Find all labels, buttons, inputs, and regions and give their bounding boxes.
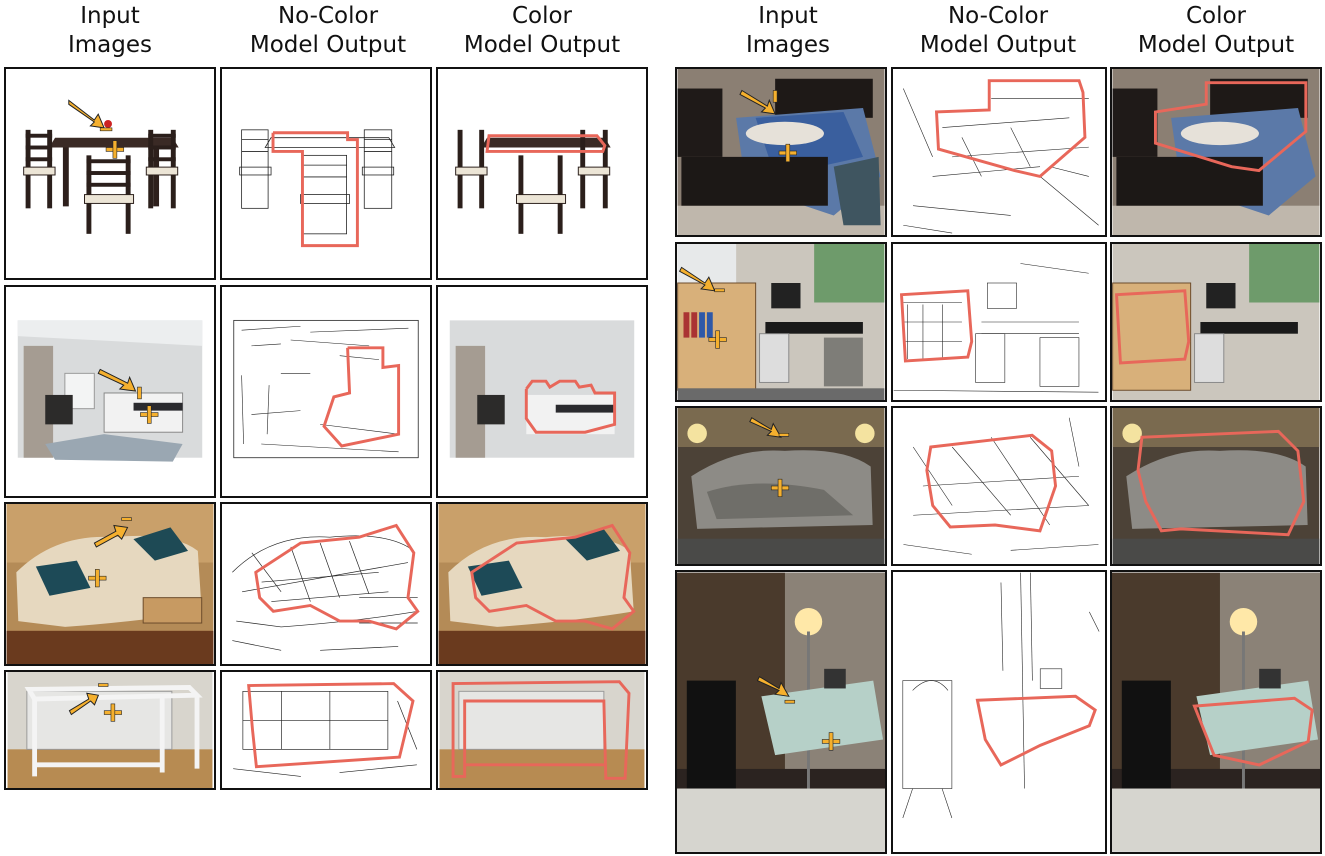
bed-with-tiger-color-mask (1112, 69, 1320, 235)
input-image-office-bookshelf (675, 242, 887, 402)
color-output-sofa (436, 502, 648, 666)
color-output-bed-unmade (1110, 406, 1322, 566)
header-nocolor-output-right: No-Color Model Output (892, 2, 1104, 60)
header-line2: Images (745, 32, 830, 58)
input-image-bedroom-white (4, 285, 216, 498)
header-line1: Color (1185, 3, 1247, 29)
input-image-corner-desk (675, 570, 887, 854)
office-bookshelf-photo (677, 244, 885, 400)
corner-desk-edges (893, 572, 1105, 852)
nocolor-output-corner-desk (891, 570, 1107, 854)
bedroom-white-color-mask (438, 287, 646, 496)
glass-desk-color-mask (439, 672, 645, 788)
header-input-images-left: Input Images (30, 2, 190, 60)
nocolor-output-bed-with-tiger (891, 67, 1107, 237)
nocolor-output-dining-table (220, 67, 432, 280)
header-line2: Model Output (249, 32, 407, 58)
header-input-images-right: Input Images (708, 2, 868, 60)
bed-with-tiger-edges (893, 69, 1105, 235)
header-line1: No-Color (947, 3, 1049, 29)
bed-unmade-edges (893, 408, 1105, 564)
header-line2: Model Output (919, 32, 1077, 58)
input-image-glass-desk (4, 670, 216, 790)
input-image-bed-with-tiger (675, 67, 887, 237)
nocolor-output-sofa (220, 502, 432, 666)
header-color-output-right: Color Model Output (1110, 2, 1322, 60)
input-image-bed-unmade (675, 406, 887, 566)
nocolor-output-bedroom-white (220, 285, 432, 498)
corner-desk-photo (677, 572, 885, 852)
color-output-bedroom-white (436, 285, 648, 498)
input-image-sofa (4, 502, 216, 666)
bed-with-tiger-photo (677, 69, 885, 235)
dining-table-photo (6, 69, 214, 278)
sofa-photo (6, 504, 214, 664)
color-output-office-bookshelf (1110, 242, 1322, 402)
corner-desk-color-mask (1112, 572, 1320, 852)
bed-unmade-photo (677, 408, 885, 564)
nocolor-output-bed-unmade (891, 406, 1107, 566)
color-output-corner-desk (1110, 570, 1322, 854)
color-output-glass-desk (436, 670, 648, 790)
header-line2: Model Output (1137, 32, 1295, 58)
header-line1: No-Color (277, 3, 379, 29)
header-line2: Images (67, 32, 152, 58)
bed-unmade-color-mask (1112, 408, 1320, 564)
input-image-dining-table (4, 67, 216, 280)
header-nocolor-output-left: No-Color Model Output (222, 2, 434, 60)
bedroom-white-photo (6, 287, 214, 496)
glass-desk-photo (7, 672, 213, 788)
bedroom-white-edges (222, 287, 430, 496)
header-line1: Color (511, 3, 573, 29)
nocolor-output-glass-desk (220, 670, 432, 790)
header-line1: Input (758, 3, 818, 29)
office-bookshelf-color-mask (1112, 244, 1320, 400)
dining-table-edges (222, 69, 430, 278)
color-output-bed-with-tiger (1110, 67, 1322, 237)
header-line1: Input (80, 3, 140, 29)
sofa-edges (222, 504, 430, 664)
sofa-color-mask (438, 504, 646, 664)
glass-desk-edges (223, 672, 429, 788)
color-output-dining-table (436, 67, 648, 280)
header-color-output-left: Color Model Output (436, 2, 648, 60)
nocolor-output-office-bookshelf (891, 242, 1107, 402)
dining-table-color-mask (438, 69, 646, 278)
header-line2: Model Output (463, 32, 621, 58)
office-bookshelf-edges (893, 244, 1105, 400)
